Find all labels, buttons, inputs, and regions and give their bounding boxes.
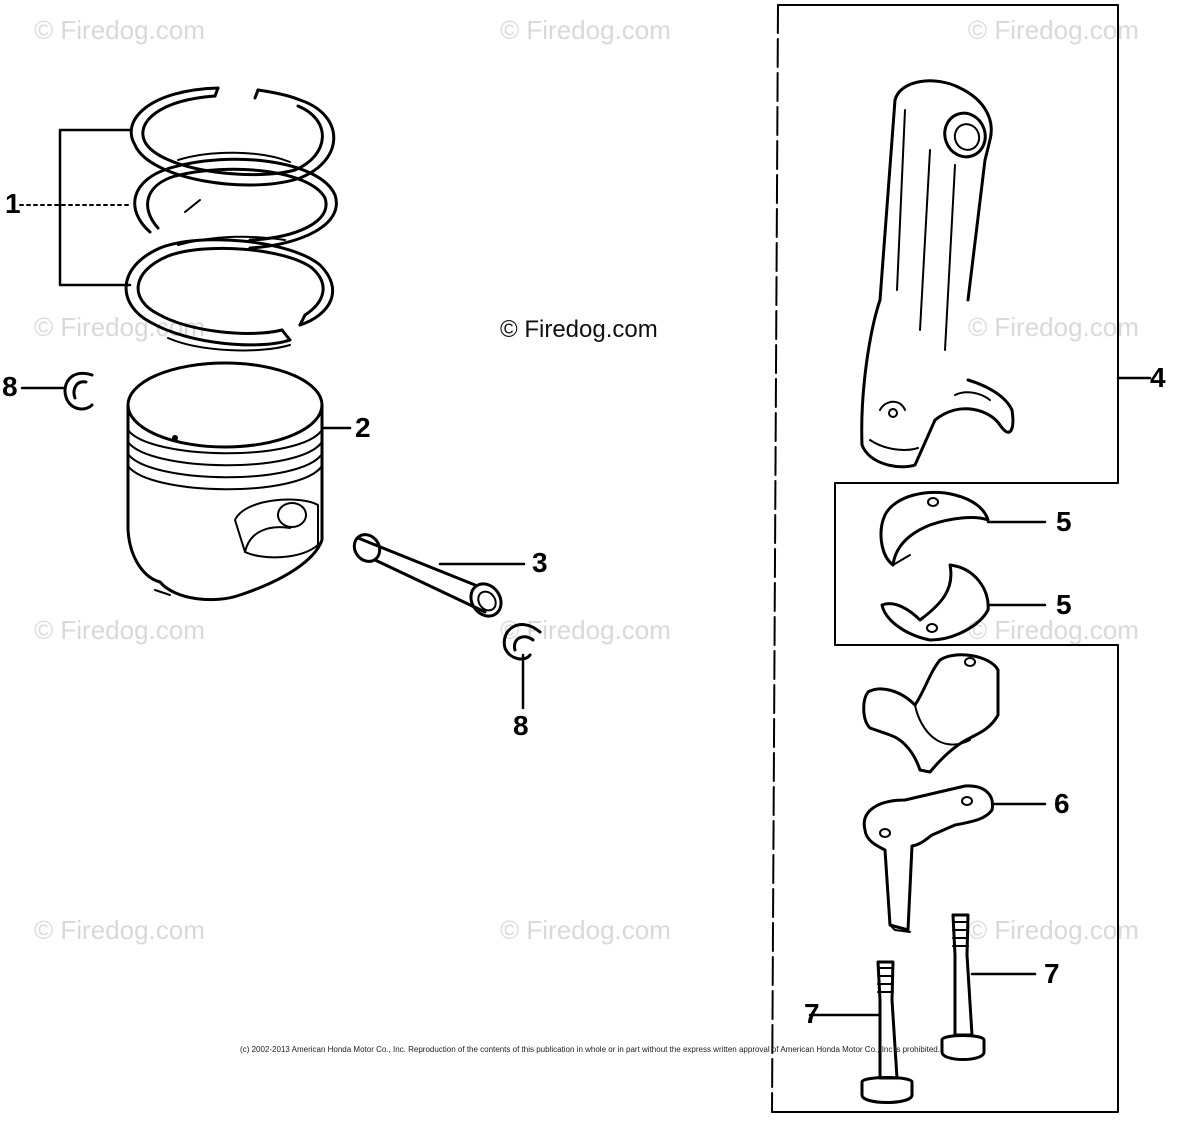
callout-5a: 5	[1056, 506, 1072, 537]
center-watermark: © Firedog.com	[500, 316, 658, 343]
rod-bearing-icon	[880, 563, 1047, 642]
rod-bolt-icon	[808, 960, 914, 1104]
piston-ring-set-icon	[19, 86, 338, 352]
callout-8a: 8	[2, 371, 18, 402]
piston-icon	[126, 361, 352, 602]
oil-dipper-icon	[862, 784, 1047, 933]
watermark: © Firedog.com	[968, 312, 1139, 342]
connecting-rod-icon	[860, 79, 1015, 469]
watermark: © Firedog.com	[500, 15, 671, 45]
rod-cap-icon	[862, 653, 1000, 774]
watermark: © Firedog.com	[34, 15, 205, 45]
watermark: © Firedog.com	[500, 915, 671, 945]
watermark: © Firedog.com	[968, 615, 1139, 645]
watermark: © Firedog.com	[34, 615, 205, 645]
callout-8b: 8	[513, 710, 529, 741]
watermark: © Firedog.com	[34, 312, 205, 342]
callout-7b: 7	[1044, 958, 1060, 989]
callout-6: 6	[1054, 788, 1070, 819]
pin-clip-icon	[502, 623, 542, 710]
callout-5b: 5	[1056, 589, 1072, 620]
callout-4: 4	[1150, 362, 1166, 393]
watermark: © Firedog.com	[968, 15, 1139, 45]
watermark: © Firedog.com	[968, 915, 1139, 945]
piston-pin-icon	[352, 533, 526, 618]
callout-2: 2	[355, 412, 371, 443]
callout-1: 1	[5, 188, 21, 219]
pin-clip-icon	[20, 371, 94, 411]
rod-bearing-icon	[879, 490, 1047, 567]
rod-bolt-icon	[940, 913, 1037, 1061]
watermark: © Firedog.com	[500, 615, 671, 645]
callout-3: 3	[532, 547, 548, 578]
watermark: © Firedog.com	[34, 915, 205, 945]
callout-7a: 7	[804, 998, 820, 1029]
copyright-notice: (c) 2002-2013 American Honda Motor Co., …	[240, 1045, 940, 1054]
assembly-bracket	[771, 4, 1152, 1113]
